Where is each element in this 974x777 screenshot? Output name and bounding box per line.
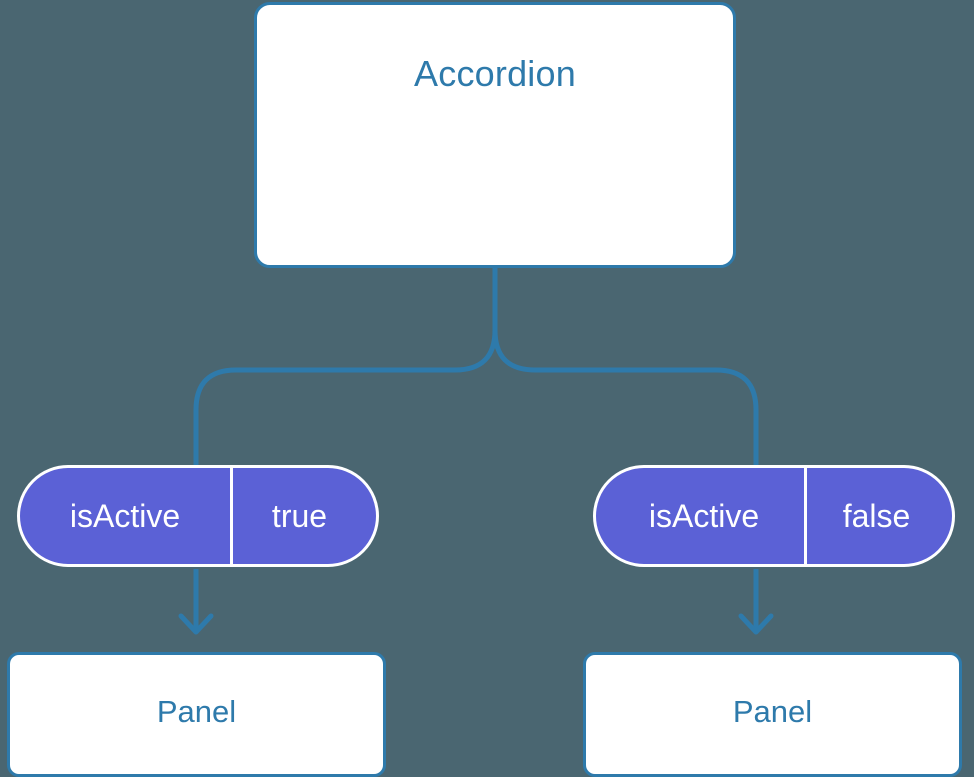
node-panel-right[interactable]: Panel bbox=[583, 652, 962, 777]
prop-pill-is-active-false[interactable]: isActive false bbox=[593, 465, 955, 567]
connector-root-split-right bbox=[492, 263, 759, 469]
accordion-title: Accordion bbox=[414, 53, 576, 94]
prop-key: isActive bbox=[20, 468, 233, 564]
connector-root-split bbox=[193, 263, 498, 469]
prop-value: false bbox=[842, 497, 911, 534]
node-panel-left[interactable]: Panel bbox=[7, 652, 386, 777]
prop-value: true bbox=[271, 497, 328, 534]
prop-pill-is-active-true[interactable]: isActive true bbox=[17, 465, 379, 567]
node-accordion[interactable]: Accordion bbox=[254, 2, 736, 268]
prop-key: isActive bbox=[596, 468, 807, 564]
arrow-left-head-icon bbox=[178, 613, 214, 635]
arrow-right-head-icon bbox=[738, 613, 774, 635]
panel-title: Panel bbox=[156, 694, 237, 729]
panel-title: Panel bbox=[732, 694, 813, 729]
